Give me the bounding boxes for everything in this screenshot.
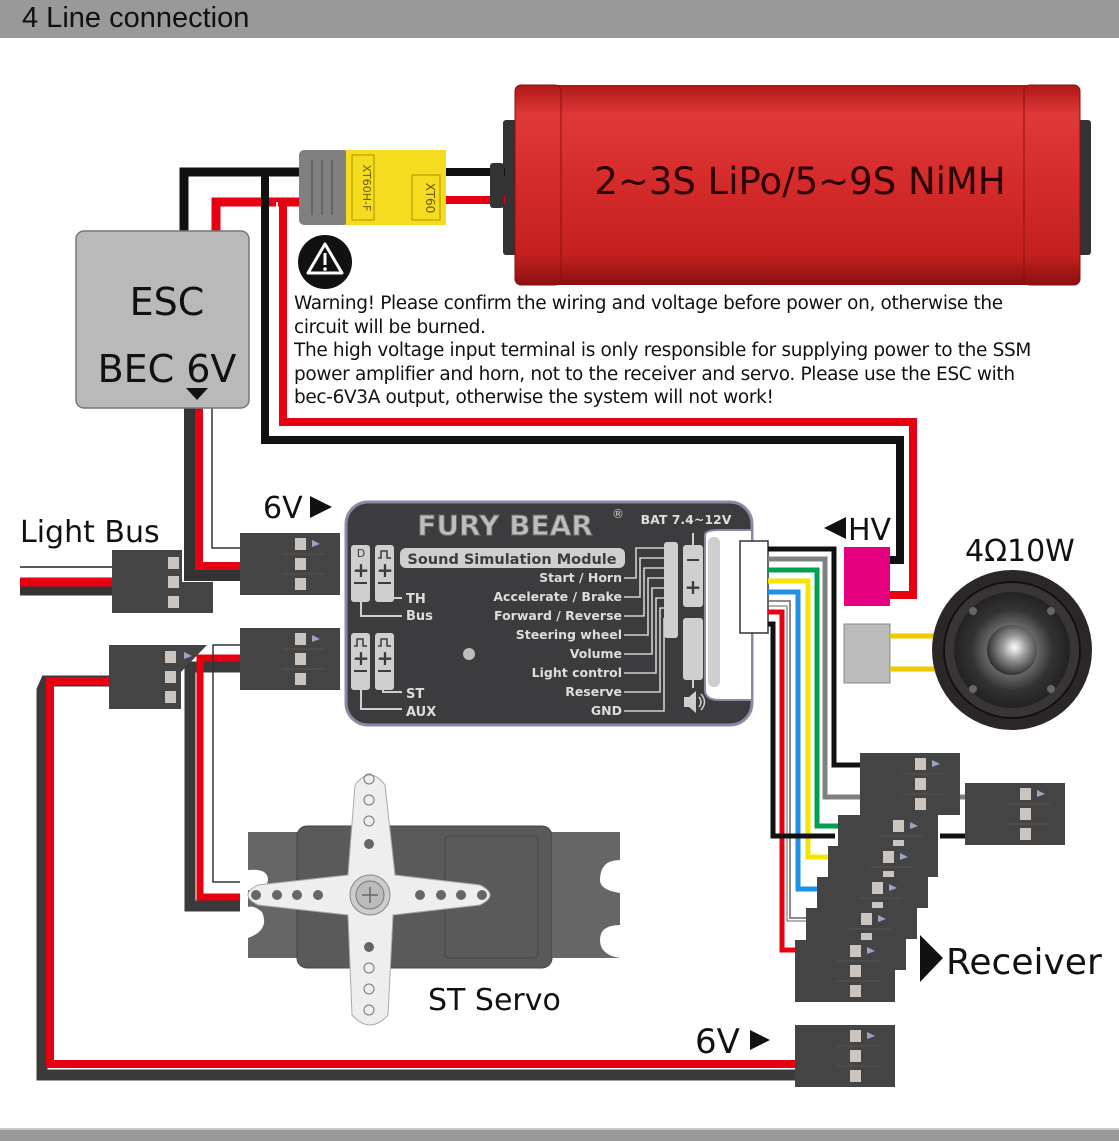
aux-left-plug bbox=[109, 645, 207, 709]
signal-trace bbox=[624, 547, 664, 579]
warning-line: The high voltage input terminal is only … bbox=[294, 340, 1031, 361]
signal-trace bbox=[624, 587, 664, 655]
port-label-th: TH bbox=[406, 592, 426, 607]
footer-bar bbox=[0, 1128, 1119, 1141]
warning-line: circuit will be burned. bbox=[294, 316, 486, 338]
right-arrow-icon bbox=[750, 1030, 770, 1050]
warning-line: power amplifier and horn, not to the rec… bbox=[294, 363, 1015, 385]
svg-text:+: + bbox=[353, 558, 370, 582]
signal-label: Accelerate / Brake bbox=[493, 589, 622, 604]
esc-box: ESC BEC 6V bbox=[75, 230, 250, 409]
signal-label: Light control bbox=[532, 665, 622, 680]
module-brand: FURY BEAR bbox=[417, 509, 593, 542]
svg-text:+: + bbox=[353, 646, 370, 670]
signal-label: Steering wheel bbox=[516, 627, 622, 642]
signal-label: Forward / Reverse bbox=[494, 608, 622, 623]
signal-trace bbox=[624, 607, 664, 693]
signal-label: Start / Horn bbox=[539, 570, 622, 585]
port-label-bus: Bus bbox=[406, 609, 433, 624]
port-d-th: D + + TH Bus bbox=[351, 545, 433, 624]
st-servo-wire bbox=[184, 644, 240, 912]
speaker bbox=[932, 570, 1092, 730]
hv-label: HV bbox=[848, 513, 892, 548]
st-servo bbox=[247, 773, 620, 1026]
receiver-plug bbox=[859, 752, 961, 816]
page-title: 4 Line connection bbox=[22, 2, 250, 34]
warning-line: Warning! Please confirm the wiring and v… bbox=[294, 293, 1003, 314]
esc-bec-label: BEC 6V bbox=[98, 347, 237, 391]
signal-label: GND bbox=[591, 703, 622, 718]
warning-message: Warning! Please confirm the wiring and v… bbox=[294, 292, 1109, 410]
signal-label: Reserve bbox=[565, 684, 622, 699]
port-st-aux: + + ST AUX bbox=[351, 633, 436, 720]
signal-trace bbox=[624, 567, 664, 617]
signal-trace bbox=[624, 618, 665, 712]
battery: 2~3S LiPo/5~9S NiMH bbox=[503, 84, 1091, 286]
svg-text:+: + bbox=[685, 575, 702, 599]
st-aux-plug bbox=[239, 627, 341, 691]
signal-harness-plug bbox=[739, 540, 769, 634]
hv-plug bbox=[844, 547, 890, 606]
th-bus-plug bbox=[239, 532, 341, 596]
receiver-plug bbox=[964, 782, 1066, 846]
port-label-aux: AUX bbox=[406, 705, 436, 720]
right-arrow-icon bbox=[310, 496, 332, 518]
speaker-plug bbox=[843, 623, 891, 684]
title-bar: 4 Line connection bbox=[0, 0, 1119, 38]
esc-to-6v-wire bbox=[184, 408, 240, 581]
sound-module: FURY BEAR ® BAT 7.4~12V Sound Simulation… bbox=[344, 500, 754, 727]
module-name: Sound Simulation Module bbox=[407, 552, 616, 568]
signal-trace bbox=[624, 557, 664, 598]
light-bus-plug bbox=[112, 550, 213, 613]
xt60-female-label: XT60H-F bbox=[360, 165, 373, 212]
esc-title: ESC bbox=[130, 280, 205, 324]
speaker-spec-label: 4Ω10W bbox=[965, 534, 1075, 569]
speaker-icon bbox=[684, 691, 706, 713]
light-bus-wire bbox=[20, 566, 112, 596]
aux-6v-loop-wire bbox=[36, 675, 795, 1081]
six-v-bottom-label: 6V bbox=[695, 1022, 740, 1062]
warning-line: bec-6V3A output, otherwise the system wi… bbox=[294, 387, 774, 408]
svg-text:D: D bbox=[357, 547, 365, 560]
status-led bbox=[463, 648, 475, 660]
down-arrow-icon bbox=[186, 388, 208, 400]
receiver-label: Receiver bbox=[946, 942, 1102, 983]
xt60-connector: XT60H-F XT60 bbox=[299, 150, 446, 225]
st-servo-label: ST Servo bbox=[428, 983, 561, 1018]
receiver-signal-wires bbox=[739, 540, 968, 953]
six-v-top-label: 6V bbox=[263, 491, 303, 526]
signal-trace bbox=[624, 597, 664, 674]
port-label-st: ST bbox=[406, 687, 424, 702]
six-v-bottom-plug bbox=[794, 1024, 896, 1088]
right-arrow-icon bbox=[920, 935, 943, 982]
battery-label: 2~3S LiPo/5~9S NiMH bbox=[594, 160, 1005, 203]
receiver-plug bbox=[794, 939, 896, 1003]
svg-text:+: + bbox=[377, 646, 394, 670]
registered-mark: ® bbox=[612, 507, 624, 521]
battery-to-hv-wires bbox=[261, 172, 917, 599]
xt60-male-label: XT60 bbox=[423, 183, 437, 214]
light-bus-label: Light Bus bbox=[20, 515, 160, 550]
warning-triangle-icon bbox=[298, 235, 352, 289]
battery-range-label: BAT 7.4~12V bbox=[641, 512, 732, 527]
signal-trace bbox=[624, 577, 664, 636]
left-arrow-icon bbox=[824, 517, 846, 539]
svg-text:+: + bbox=[377, 558, 394, 582]
signal-label: Volume bbox=[570, 646, 622, 661]
